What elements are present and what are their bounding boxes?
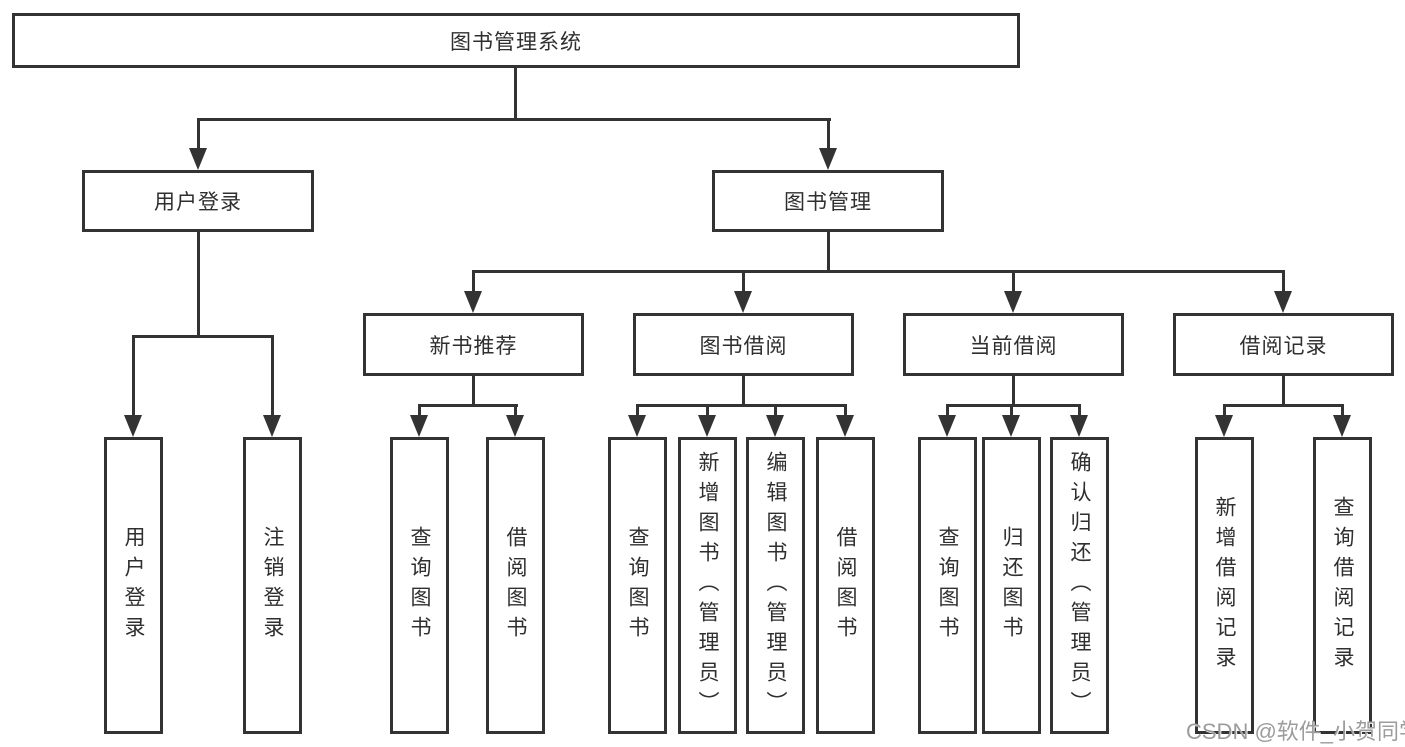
node-leaf-user-login: 用户登录 [104, 437, 163, 734]
connector-records-horizontal [1223, 404, 1344, 407]
connector-stem [1010, 404, 1013, 419]
arrowhead-leaf [698, 415, 716, 437]
leaf-label: 借阅图书 [504, 525, 528, 646]
node-label: 图书管理系统 [450, 30, 582, 54]
connector-stem-records [1282, 270, 1285, 295]
arrowhead-borrow [734, 291, 752, 313]
node-leaf-borrow-edit-books-admin: 编辑图书（管理员） [746, 437, 805, 734]
node-user-login: 用户登录 [82, 170, 314, 232]
arrowhead-leaf [1333, 415, 1351, 437]
arrowhead-leaf [766, 415, 784, 437]
connector-stem-leaf-user-login [132, 335, 135, 418]
connector-management-vertical [827, 232, 830, 273]
connector-login-horizontal [132, 335, 274, 338]
node-leaf-borrow-query-books: 查询图书 [608, 437, 667, 734]
leaf-label: 编辑图书（管理员） [764, 450, 788, 721]
connector-root-vertical [514, 68, 517, 120]
leaf-label: 查询图书 [408, 525, 432, 646]
node-label: 图书借阅 [699, 334, 788, 358]
arrowhead-leaf-logout [263, 415, 281, 437]
connector-recommend-horizontal [418, 404, 518, 407]
node-leaf-recommend-borrow-books: 借阅图书 [486, 437, 545, 734]
connector-stem [1078, 404, 1081, 419]
node-book-borrow: 图书借阅 [633, 313, 854, 376]
connector-current-horizontal [946, 404, 1081, 407]
node-leaf-borrow-add-books-admin: 新增图书（管理员） [678, 437, 737, 734]
arrowhead-book-management [819, 148, 837, 170]
connector-management-horizontal [472, 270, 1285, 273]
leaf-label: 借阅图书 [834, 525, 858, 646]
leaf-label: 注销登录 [261, 525, 285, 646]
leaf-label: 确认归还（管理员） [1068, 450, 1092, 721]
arrowhead-leaf [628, 415, 646, 437]
connector-root-horizontal [197, 118, 831, 121]
connector-stem [706, 404, 709, 419]
arrowhead-records [1274, 291, 1292, 313]
connector-stem [1341, 404, 1344, 419]
leaf-label: 新增借阅记录 [1213, 495, 1237, 676]
arrowhead-leaf [410, 415, 428, 437]
node-leaf-logout: 注销登录 [243, 437, 302, 734]
node-label: 图书管理 [784, 191, 872, 214]
connector-stem-borrow [742, 270, 745, 295]
connector-stem-current [1012, 270, 1015, 295]
arrowhead-leaf [1070, 415, 1088, 437]
connector-login-vertical [197, 232, 200, 338]
node-borrow-records: 借阅记录 [1173, 313, 1394, 376]
node-label: 用户登录 [154, 191, 242, 214]
connector-stem-recommend [472, 270, 475, 295]
connector-stem [514, 404, 517, 419]
connector-stem [1223, 404, 1226, 419]
node-current-borrow: 当前借阅 [903, 313, 1124, 376]
connector-stem [636, 404, 639, 419]
leaf-label: 归还图书 [1000, 525, 1024, 646]
leaf-label: 用户登录 [122, 525, 146, 646]
node-label: 借阅记录 [1239, 334, 1328, 358]
arrowhead-leaf [1002, 415, 1020, 437]
arrowhead-leaf [1215, 415, 1233, 437]
leaf-label: 查询图书 [626, 525, 650, 646]
connector-stem [844, 404, 847, 419]
arrowhead-user-login [189, 148, 207, 170]
arrowhead-leaf-user-login [124, 415, 142, 437]
arrowhead-recommend [464, 291, 482, 313]
arrowhead-leaf [506, 415, 524, 437]
node-leaf-borrow-borrow-books: 借阅图书 [816, 437, 875, 734]
node-leaf-current-confirm-return-admin: 确认归还（管理员） [1050, 437, 1109, 734]
leaf-label: 新增图书（管理员） [696, 450, 720, 721]
node-label: 新书推荐 [429, 334, 518, 358]
connector-current-vertical [1012, 376, 1015, 407]
node-label: 当前借阅 [969, 334, 1058, 358]
connector-stem-user-login [197, 118, 200, 154]
node-new-book-recommend: 新书推荐 [363, 313, 584, 376]
connector-stem [774, 404, 777, 419]
arrowhead-current [1004, 291, 1022, 313]
csdn-watermark: CSDN @软件_小贺同学 [1186, 719, 1405, 744]
node-system-root: 图书管理系统 [12, 13, 1020, 68]
connector-borrow-horizontal [636, 404, 847, 407]
node-leaf-records-add-record: 新增借阅记录 [1195, 437, 1254, 734]
arrowhead-leaf [836, 415, 854, 437]
connector-stem [946, 404, 949, 419]
connector-borrow-vertical [742, 376, 745, 407]
arrowhead-leaf [938, 415, 956, 437]
node-leaf-current-query-books: 查询图书 [918, 437, 977, 734]
connector-recommend-vertical [472, 376, 475, 407]
node-leaf-recommend-query-books: 查询图书 [390, 437, 449, 734]
node-book-management: 图书管理 [712, 170, 944, 232]
leaf-label: 查询图书 [936, 525, 960, 646]
connector-stem [418, 404, 421, 419]
connector-stem-leaf-logout [271, 335, 274, 418]
leaf-label: 查询借阅记录 [1331, 495, 1355, 676]
connector-records-vertical [1282, 376, 1285, 407]
node-leaf-current-return-books: 归还图书 [982, 437, 1041, 734]
node-leaf-records-query-record: 查询借阅记录 [1313, 437, 1372, 734]
connector-stem-book-management [827, 118, 830, 154]
